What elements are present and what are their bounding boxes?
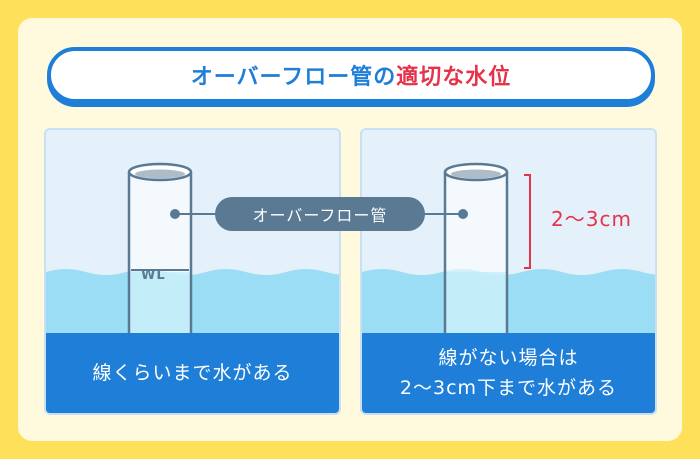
- pipe-opening: [451, 169, 501, 179]
- wl-marker: WL: [141, 268, 166, 283]
- page-title: オーバーフロー管の適切な水位: [47, 47, 655, 103]
- connector-dot-left: [170, 209, 180, 219]
- right-panel-illustration: [362, 162, 655, 337]
- right-panel: 線がない場合は 2〜3cm下まで水がある: [360, 128, 657, 415]
- pipe-opening: [135, 169, 185, 179]
- pipe-submerged: [129, 272, 191, 337]
- title-highlight: 適切な水位: [396, 65, 512, 90]
- left-caption: 線くらいまで水がある: [46, 333, 339, 413]
- gap-label: 2〜3cm: [551, 207, 632, 231]
- water-surface: [362, 269, 655, 337]
- water-surface: [46, 269, 339, 337]
- left-panel: WL 線くらいまで水がある: [44, 128, 341, 415]
- right-caption: 線がない場合は 2〜3cm下まで水がある: [362, 333, 655, 413]
- gap-bracket: [524, 174, 531, 269]
- right-caption-line-2: 2〜3cm下まで水がある: [399, 377, 618, 399]
- connector-dot-right: [458, 209, 468, 219]
- left-panel-illustration: [46, 162, 339, 337]
- pipe-submerged: [445, 272, 507, 337]
- right-caption-line-1: 線がない場合は: [438, 347, 579, 369]
- pipe-label: オーバーフロー管: [215, 197, 425, 231]
- left-caption-line: 線くらいまで水がある: [92, 362, 293, 384]
- title-prefix: オーバーフロー管の: [190, 65, 397, 90]
